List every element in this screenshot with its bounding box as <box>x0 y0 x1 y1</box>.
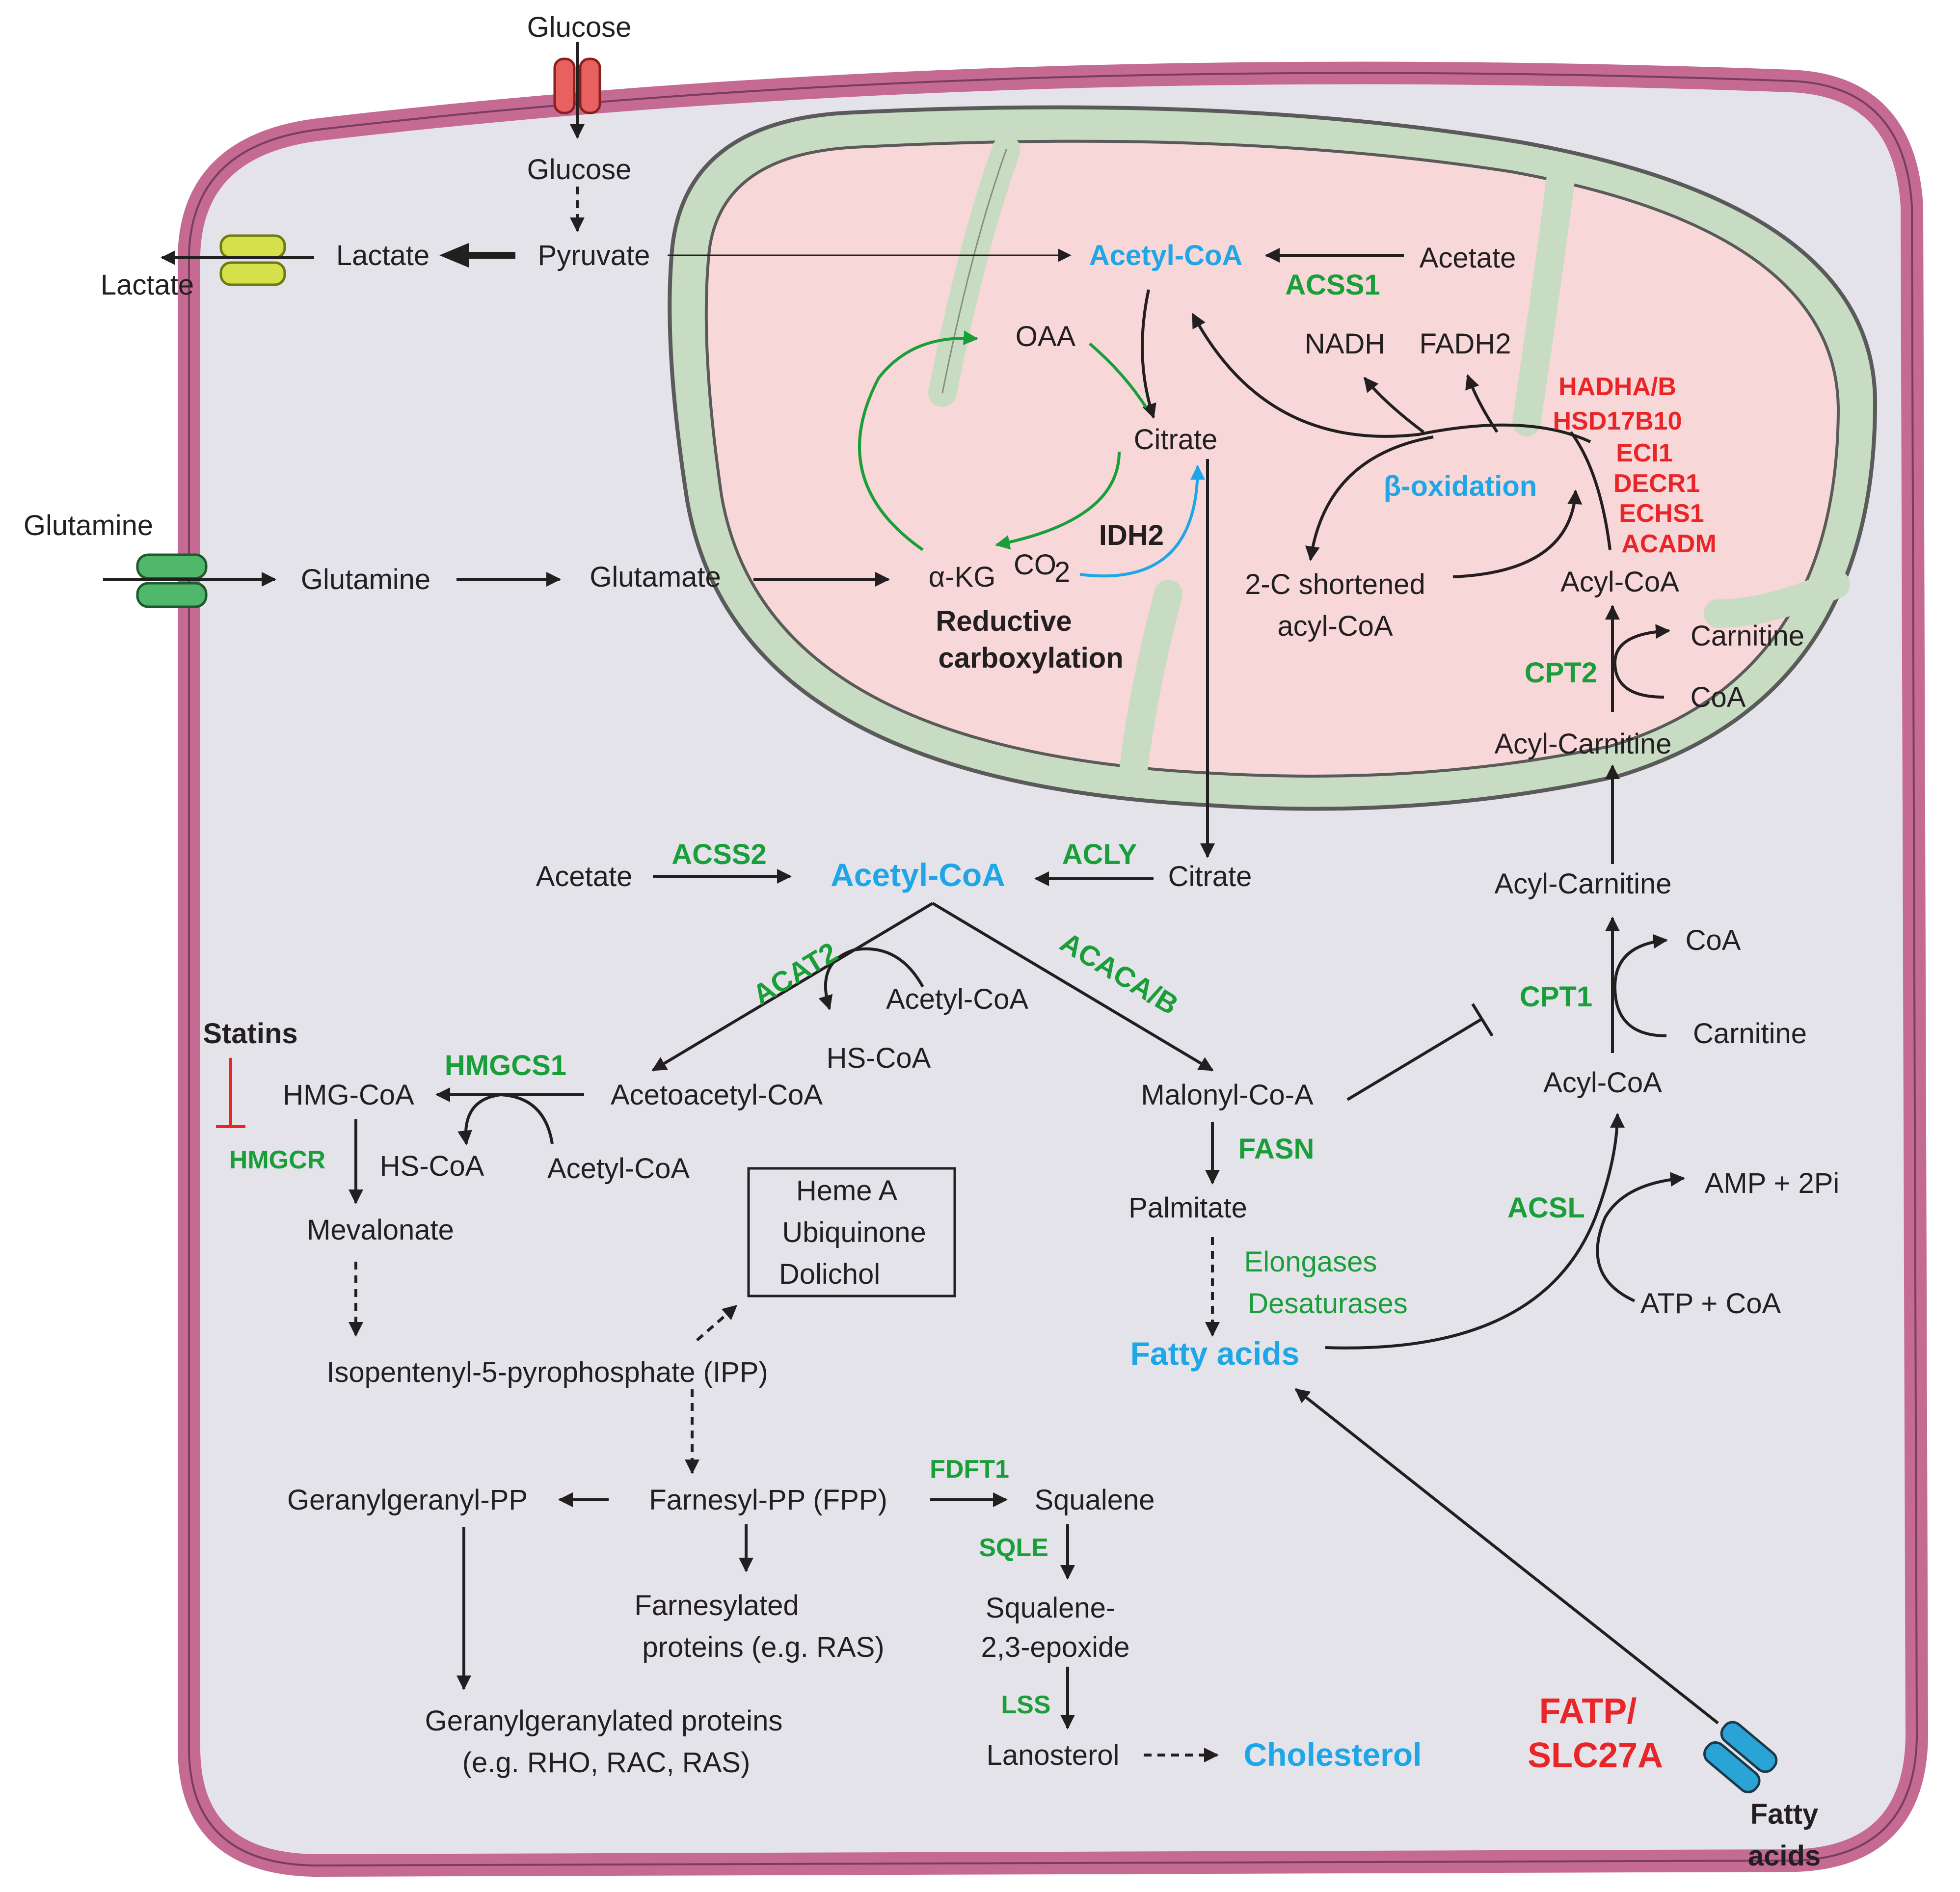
box-dolichol: Dolichol <box>779 1258 880 1290</box>
alpha-kg-label: α-KG <box>929 561 996 593</box>
ipp-label: Isopentenyl-5-pyrophosphate (IPP) <box>326 1356 768 1388</box>
glutamate-label: Glutamate <box>590 561 721 593</box>
fasn-enzyme: FASN <box>1238 1133 1315 1165</box>
lactate-outside-label: Lactate <box>101 269 194 301</box>
acetoacetyl-coa-label: Acetoacetyl-CoA <box>611 1079 823 1111</box>
idh2-enzyme: IDH2 <box>1099 519 1164 551</box>
ggpp-label: Geranylgeranyl-PP <box>287 1484 528 1516</box>
statins-label: Statins <box>203 1018 297 1050</box>
cpt1-enzyme: CPT1 <box>1520 981 1592 1013</box>
farnesylated-line2: proteins (e.g. RAS) <box>642 1631 884 1663</box>
reductive-label-line2: carboxylation <box>938 642 1123 674</box>
acss1-enzyme: ACSS1 <box>1285 269 1380 301</box>
mevalonate-label: Mevalonate <box>307 1214 454 1246</box>
fatty-acids-outside-line2: acids <box>1748 1840 1821 1872</box>
glutamine-label: Glutamine <box>301 564 430 595</box>
arrows <box>103 42 1719 1762</box>
cyto-coa-label: CoA <box>1686 924 1741 956</box>
fpp-label: Farnesyl-PP (FPP) <box>649 1484 887 1516</box>
red-enzyme-1: HADHA/B <box>1558 373 1676 401</box>
mito-citrate-label: Citrate <box>1134 424 1218 456</box>
hmg-coa-label: HMG-CoA <box>283 1079 414 1111</box>
fdft1-enzyme: FDFT1 <box>930 1455 1009 1484</box>
red-enzyme-6: ACADM <box>1621 530 1717 558</box>
fatp-label-line1: FATP/ <box>1539 1692 1637 1731</box>
co2-label: CO <box>1014 549 1056 581</box>
cholesterol-label: Cholesterol <box>1243 1736 1422 1773</box>
acat2-acetyl-coa-label: Acetyl-CoA <box>886 983 1028 1015</box>
acly-enzyme: ACLY <box>1062 838 1137 870</box>
atp-label: ATP + CoA <box>1640 1288 1781 1320</box>
fatty-acids-label: Fatty acids <box>1130 1335 1300 1372</box>
mitochondrion <box>668 105 1878 811</box>
mito-coa-label: CoA <box>1691 681 1746 713</box>
red-enzyme-4: DECR1 <box>1613 469 1700 498</box>
hmgcs1-acetyl-coa-label: Acetyl-CoA <box>547 1153 690 1185</box>
glucose-outside-label: Glucose <box>527 11 632 43</box>
sqle-enzyme: SQLE <box>979 1534 1048 1562</box>
glutamine-outside-label: Glutamine <box>24 510 153 541</box>
fadh2-label: FADH2 <box>1420 328 1511 360</box>
hmgcs1-hs-coa-label: HS-CoA <box>380 1150 484 1182</box>
lanosterol-label: Lanosterol <box>987 1739 1120 1771</box>
oaa-label: OAA <box>1016 321 1076 352</box>
beta-oxidation-label: β-oxidation <box>1384 470 1537 502</box>
shortened-acyl-coa-line2: acyl-CoA <box>1277 610 1393 642</box>
cyto-acyl-carnitine-label: Acyl-Carnitine <box>1495 868 1672 900</box>
cyto-acyl-coa-label: Acyl-CoA <box>1543 1067 1662 1099</box>
mito-acetate-label: Acetate <box>1420 242 1516 274</box>
nadh-label: NADH <box>1305 328 1385 360</box>
cyto-citrate-label: Citrate <box>1168 861 1252 892</box>
amp-label: AMP + 2Pi <box>1705 1167 1840 1199</box>
cyto-carnitine-label: Carnitine <box>1693 1018 1807 1050</box>
gg-proteins-line1: Geranylgeranylated proteins <box>425 1705 783 1737</box>
acsl-enzyme: ACSL <box>1507 1192 1585 1224</box>
box-heme-a: Heme A <box>796 1175 898 1207</box>
mito-acetyl-coa-label: Acetyl-CoA <box>1089 240 1243 271</box>
red-enzyme-3: ECI1 <box>1616 439 1673 467</box>
cyto-acetyl-coa-label: Acetyl-CoA <box>831 857 1005 893</box>
co2-subscript: 2 <box>1054 556 1070 588</box>
acat2-hs-coa-label: HS-CoA <box>827 1042 931 1074</box>
mito-acyl-coa-label: Acyl-CoA <box>1560 566 1679 598</box>
fatp-label-line2: SLC27A <box>1528 1736 1663 1775</box>
reductive-label-line1: Reductive <box>936 605 1072 637</box>
mito-acyl-carnitine-label: Acyl-Carnitine <box>1495 728 1672 760</box>
lactate-label: Lactate <box>336 240 430 271</box>
isoprenoid-products-box <box>747 1167 956 1297</box>
palmitate-label: Palmitate <box>1128 1192 1247 1224</box>
fatty-acid-transporter-icon <box>1703 1721 1778 1793</box>
red-enzyme-2: HSD17B10 <box>1553 407 1682 435</box>
shortened-acyl-coa-line1: 2-C shortened <box>1245 568 1425 600</box>
squalene-label: Squalene <box>1034 1484 1155 1516</box>
gg-proteins-line2: (e.g. RHO, RAC, RAS) <box>462 1747 751 1779</box>
hmgcs1-enzyme: HMGCS1 <box>445 1050 566 1081</box>
pyruvate-label: Pyruvate <box>538 240 650 271</box>
desaturases-label: Desaturases <box>1248 1288 1408 1320</box>
farnesylated-line1: Farnesylated <box>634 1590 799 1622</box>
squalene-epoxide-line2: 2,3-epoxide <box>981 1631 1129 1663</box>
hmgcr-enzyme: HMGCR <box>229 1146 325 1174</box>
acss2-enzyme: ACSS2 <box>671 838 766 870</box>
fatty-acids-outside-line1: Fatty <box>1750 1798 1819 1830</box>
mito-carnitine-label: Carnitine <box>1691 620 1804 652</box>
cpt2-enzyme: CPT2 <box>1525 657 1597 689</box>
cyto-acetate-label: Acetate <box>536 861 633 892</box>
glucose-label: Glucose <box>527 154 632 186</box>
malonyl-coa-label: Malonyl-Co-A <box>1141 1079 1314 1111</box>
red-enzyme-5: ECHS1 <box>1619 499 1704 528</box>
lss-enzyme: LSS <box>1001 1691 1050 1719</box>
squalene-epoxide-line1: Squalene- <box>986 1592 1115 1624</box>
glucose-transporter-icon <box>553 57 601 114</box>
box-ubiquinone: Ubiquinone <box>782 1216 926 1248</box>
elongases-label: Elongases <box>1244 1246 1377 1278</box>
